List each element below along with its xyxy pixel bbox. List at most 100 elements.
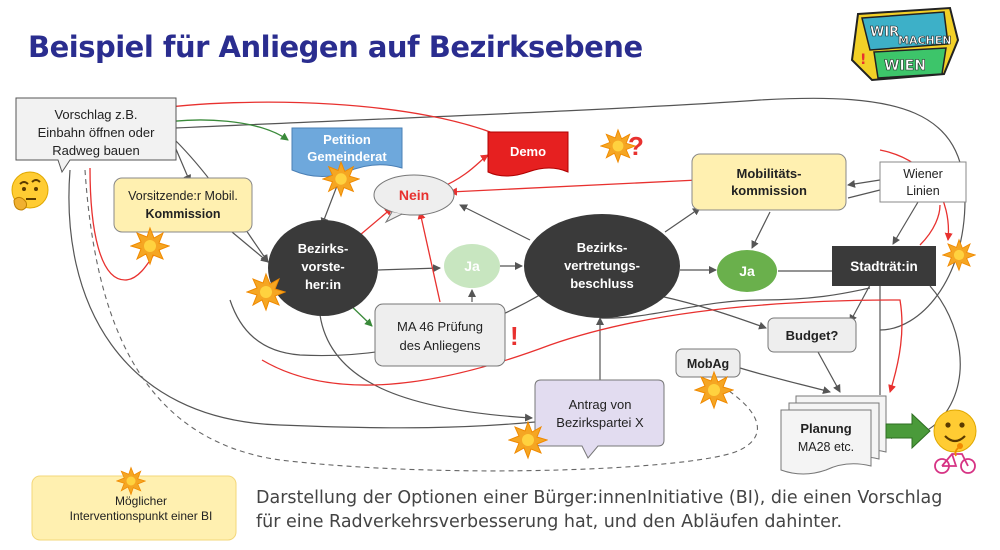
petition-line-2: Gemeinderat: [307, 149, 387, 164]
bezirksvorsteher-line-1: Bezirks-: [298, 241, 349, 256]
burst-icon: [600, 129, 636, 163]
edge-vorschlag-demo: [144, 101, 506, 139]
antrag-line-1: Antrag von: [569, 397, 632, 412]
nein-label: Nein: [399, 187, 429, 203]
edge-vorschlag-antrag: [68, 169, 536, 429]
caption-line-1: Darstellung der Optionen einer Bürger:in…: [256, 488, 943, 508]
vorsitzende-line-1: Vorsitzende:r Mobil.: [128, 189, 238, 203]
node-beschluss: Bezirks- vertretungs- beschluss: [524, 214, 680, 318]
vorsitzende-line-2: Kommission: [145, 207, 220, 221]
edge-dashed-vorschlag-mobag: [84, 169, 758, 472]
bezirksvorsteher-line-3: her:in: [305, 277, 341, 292]
edge-bezirksvorsteher-nein: [359, 207, 393, 236]
burst-icon: [322, 161, 360, 197]
legend-line-2: Interventionspunkt einer BI: [69, 509, 213, 523]
demo-question-mark: ?: [628, 131, 644, 161]
wiener-linien-line-2: Linien: [906, 184, 939, 198]
edge-mobkommission-ja2: [751, 211, 771, 249]
ja-2-label: Ja: [739, 263, 755, 279]
edge-stadtraetin-budget: [849, 284, 871, 323]
beschluss-line-3: beschluss: [570, 276, 634, 291]
edge-mobkommission-nein: [449, 179, 699, 196]
node-wiener-linien: Wiener Linien: [879, 161, 967, 203]
mobag-label: MobAg: [687, 357, 729, 371]
node-antrag: Antrag von Bezirkspartei X: [534, 379, 665, 459]
logo-line-3: WIEN: [884, 58, 926, 74]
ma46-exclamation: !: [510, 321, 519, 351]
edge-red-planung: [261, 299, 903, 393]
node-vorschlag: Vorschlag z.B. Einbahn öffnen oder Radwe…: [15, 97, 177, 174]
burst-icon: [246, 273, 286, 311]
burst-icon: [508, 421, 548, 459]
edge-nein-demo: [439, 154, 489, 189]
legend: [31, 467, 237, 541]
logo-line-1: WIR: [870, 25, 899, 40]
legend-text: Möglicher Interventionspunkt einer BI: [48, 494, 234, 524]
node-vorsitzende: Vorsitzende:r Mobil. Kommission: [113, 177, 253, 233]
edge-wienerlinien-mobkommission: [847, 179, 881, 188]
node-mobilitaetskommission: Mobilitäts- kommission: [691, 153, 847, 211]
edge-beschluss-budget: [659, 295, 767, 330]
wiener-linien-line-1: Wiener: [903, 167, 943, 181]
thinking-face-icon: [11, 171, 49, 211]
beschluss-line-1: Bezirks-: [577, 240, 628, 255]
vorschlag-line-3: Radweg bauen: [52, 143, 139, 158]
legend-line-1: Möglicher: [114, 494, 168, 508]
edge-vorschlag-vorsitzende-red: [89, 167, 161, 281]
edge-mobag-planung: [739, 367, 831, 394]
vorschlag-line-2: Einbahn öffnen oder: [38, 125, 156, 140]
edge-beschluss-mobkommission: [664, 207, 701, 233]
edge-budget-planung: [817, 351, 841, 393]
logo-exclamation: !: [860, 52, 866, 68]
wir-machen-wien-logo: WIR MACHEN WIEN !: [850, 6, 960, 82]
page-title: Beispiel für Anliegen auf Bezirksebene: [28, 30, 643, 64]
edge-bezirksvorsteher-antrag: [319, 314, 533, 422]
mobkommission-line-2: kommission: [731, 183, 807, 198]
node-ja-2: Ja: [717, 250, 777, 292]
antrag-line-2: Bezirkspartei X: [556, 415, 644, 430]
bezirksvorsteher-line-2: vorste-: [301, 259, 344, 274]
vorschlag-line-1: Vorschlag z.B.: [54, 107, 137, 122]
edge-beschluss-stadtraetin: [599, 287, 871, 319]
mobkommission-line-1: Mobilitäts-: [737, 166, 802, 181]
dashed-edges: [84, 169, 758, 472]
petition-line-1: Petition: [323, 132, 371, 147]
burst-icon: [116, 467, 146, 495]
caption-line-2: für eine Radverkehrsverbesserung hat, un…: [256, 512, 843, 532]
edge-wienerlinien-mobkommission-2: [847, 189, 881, 199]
edge-red-stadtraetin: [919, 204, 941, 246]
node-planung: Planung MA28 etc.: [780, 395, 887, 475]
burst-icon: [694, 371, 734, 409]
stadtraetin-label: Stadträt:in: [850, 259, 918, 274]
smiley-face-icon: [933, 409, 977, 453]
node-budget: Budget?: [767, 317, 857, 353]
node-mobag: MobAg: [675, 348, 741, 378]
ma46-line-1: MA 46 Prüfung: [397, 319, 483, 334]
node-ma46: MA 46 Prüfung des Anliegens: [374, 303, 506, 367]
demo-label: Demo: [510, 144, 546, 159]
ja-1-label: Ja: [464, 258, 480, 274]
bicycle-icon: [934, 443, 976, 474]
edge-wienerlinien-stadtraetin: [892, 201, 919, 245]
ma46-line-2: des Anliegens: [400, 338, 481, 353]
edge-vorsitzende-bezirksvorsteher: [231, 231, 269, 263]
arrow-right-icon: [885, 412, 931, 450]
node-demo: Demo: [487, 131, 569, 177]
node-bezirksvorsteher: Bezirks- vorste- her:in: [268, 220, 378, 316]
caption: Darstellung der Optionen einer Bürger:in…: [256, 486, 986, 534]
budget-label: Budget?: [786, 328, 839, 343]
edge-ma46-nein: [417, 211, 441, 303]
node-petition: Petition Gemeinderat: [291, 127, 403, 177]
edge-bezirksvorsteher-ja: [377, 264, 441, 273]
node-nein: Nein: [373, 174, 455, 224]
edge-vorschlag-top-arc: [174, 97, 966, 331]
node-stadtraetin: Stadträt:in: [832, 246, 936, 286]
planung-line-1: Planung: [800, 421, 851, 436]
node-ja-1: Ja: [444, 244, 500, 288]
edge-beschluss-nein: [459, 204, 531, 241]
burst-icon: [130, 227, 170, 265]
planung-line-2: MA28 etc.: [798, 440, 854, 454]
logo-line-2: MACHEN: [898, 34, 951, 47]
beschluss-line-2: vertretungs-: [564, 258, 640, 273]
